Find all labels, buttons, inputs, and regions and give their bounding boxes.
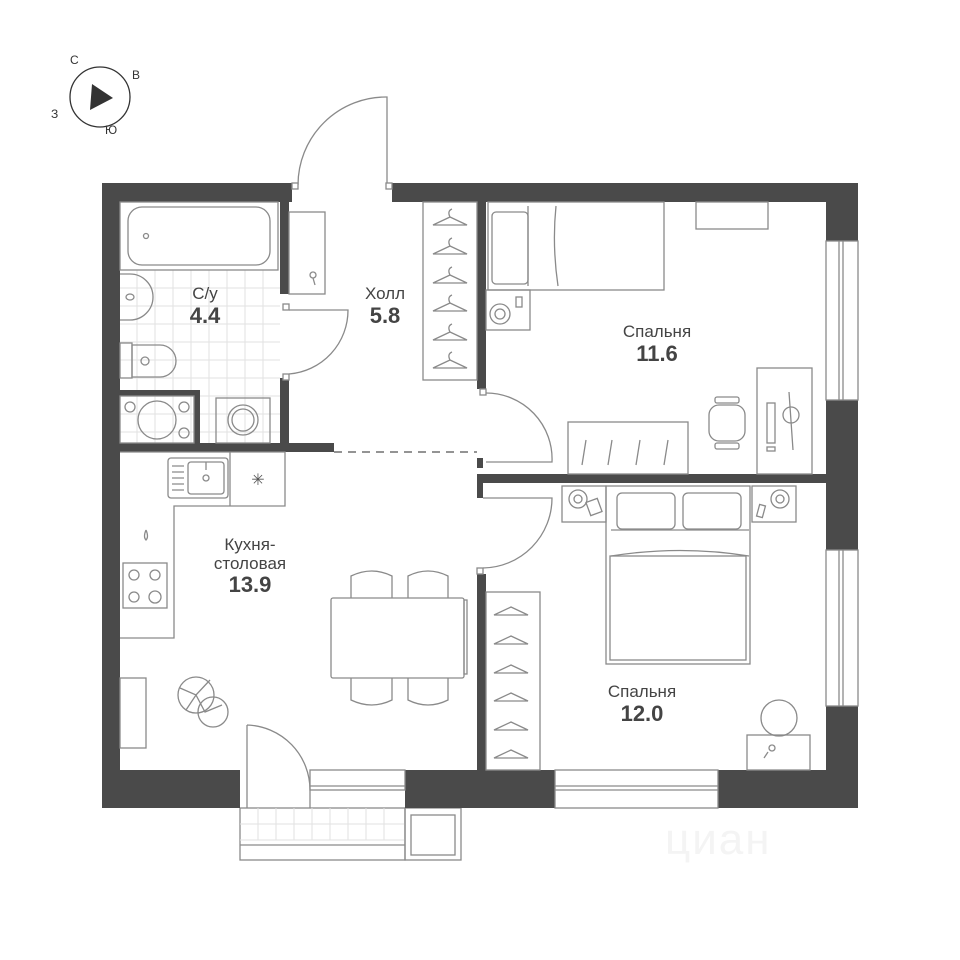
washing-machine-icon (215, 397, 271, 444)
stove-icon (122, 529, 168, 609)
nightstand-right-icon (751, 485, 797, 523)
bedroom2-wardrobe (485, 591, 541, 771)
room-area: 4.4 (189, 302, 221, 328)
windows (554, 240, 859, 809)
hall-cabinet (288, 211, 326, 295)
nightstand-left-icon (561, 485, 607, 523)
desk-icon (756, 367, 813, 475)
room-kitchen: Кухня- столовая 13.9 (195, 535, 305, 598)
room-name: Спальня (622, 322, 692, 341)
nightstand-icon (485, 289, 531, 331)
chair-icon (708, 396, 746, 450)
bathtub-icon (119, 201, 279, 271)
vanity-icon (746, 699, 811, 771)
walls (102, 183, 858, 808)
watermark: циан (665, 815, 772, 864)
doors (246, 96, 553, 808)
room-name: Спальня (607, 682, 677, 701)
room-area: 11.6 (636, 340, 678, 366)
single-bed-icon (487, 201, 665, 291)
kitchen-cabinet (119, 677, 147, 749)
compass-west-label: З (51, 107, 59, 121)
laundry-icon (119, 395, 195, 444)
room-area: 13.9 (228, 572, 272, 598)
room-bathroom: С/у 4.4 (165, 284, 245, 328)
sink-icon (120, 273, 154, 321)
hall-wardrobe (422, 201, 478, 381)
compass-south-label: Ю (105, 123, 118, 137)
room-bedroom-1: Спальня 11.6 (607, 322, 707, 366)
freezer-icon: ✳ (251, 470, 264, 489)
room-name-line2: столовая (213, 553, 287, 573)
double-bed-icon (605, 485, 751, 665)
room-hall: Холл 5.8 (345, 284, 425, 328)
room-name: Холл (364, 284, 406, 303)
compass-icon (69, 66, 131, 128)
shelf (695, 201, 769, 230)
compass-north-label: С (70, 53, 79, 67)
bedroom1-wardrobe (567, 421, 689, 475)
kitchen-counter (120, 451, 286, 639)
kitchen-sink-icon (167, 457, 229, 499)
room-area: 5.8 (369, 302, 401, 328)
compass-east-label: В (132, 68, 141, 82)
room-bedroom-2: Спальня 12.0 (592, 682, 692, 726)
room-area: 12.0 (620, 700, 664, 726)
plant-icon (177, 676, 229, 728)
dining-table-icon (330, 570, 468, 706)
toilet-icon (119, 342, 177, 379)
room-name-line1: Кухня- (224, 535, 276, 554)
balcony (239, 807, 462, 861)
room-name: С/у (192, 284, 218, 303)
